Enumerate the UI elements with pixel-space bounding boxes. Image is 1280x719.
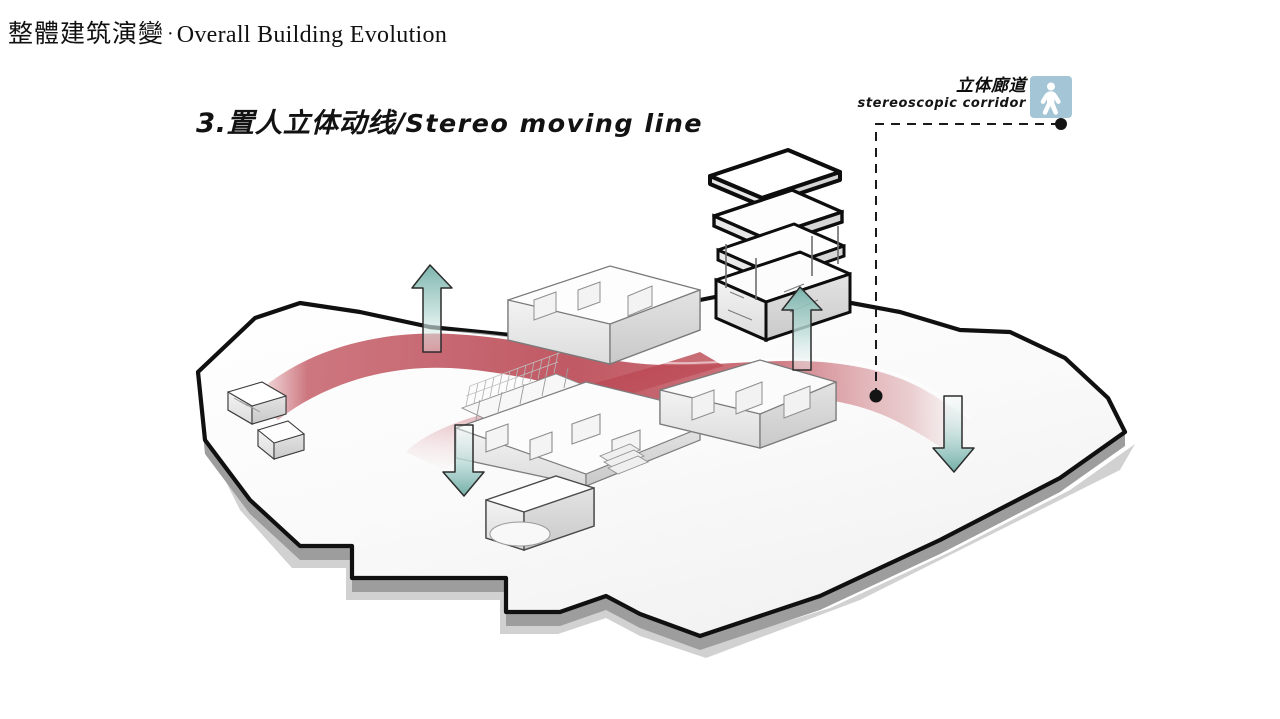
circulation-branch — [406, 352, 724, 470]
legend-stereoscopic-corridor[interactable]: 立体廊道 stereoscopic corridor — [858, 76, 1072, 128]
exploded-tower-north — [708, 148, 852, 343]
arrow-down-east — [932, 395, 975, 473]
small-pavilion-west-b — [257, 420, 305, 461]
circulation-main-ribbon — [250, 333, 968, 452]
pergola-canopy — [460, 351, 588, 423]
section-subtitle-zh: 3.置人立体动线/ — [196, 108, 406, 139]
legend-leader-line — [869, 118, 1067, 403]
circulation-path-group — [250, 330, 971, 470]
arrow-down-center — [442, 424, 485, 497]
section-subtitle: 3.置人立体动线/Stereo moving line — [196, 101, 703, 140]
arrow-up-center — [781, 286, 823, 371]
legend-label-zh: 立体廊道 — [956, 76, 1026, 96]
legend-leader-endpoint-site — [869, 389, 883, 403]
central-complex — [455, 265, 837, 551]
pedestrian-icon — [1030, 76, 1072, 118]
page-title-en: Overall Building Evolution — [176, 22, 448, 48]
site-shadow — [206, 405, 1135, 658]
site-plate — [195, 285, 1128, 639]
legend-text-block: 立体廊道 stereoscopic corridor — [858, 76, 1026, 112]
section-subtitle-en: Stereo moving line — [405, 109, 704, 138]
arrow-up-west — [411, 264, 453, 353]
legend-label-en: stereoscopic corridor — [857, 96, 1026, 111]
small-pavilion-west-a — [227, 381, 287, 425]
page-title-zh: 整體建筑演變 — [8, 21, 165, 48]
page-title: 整體建筑演變·Overall Building Evolution — [8, 14, 447, 50]
page-title-separator: · — [167, 23, 174, 45]
site-plate-extrusion — [198, 372, 1125, 650]
